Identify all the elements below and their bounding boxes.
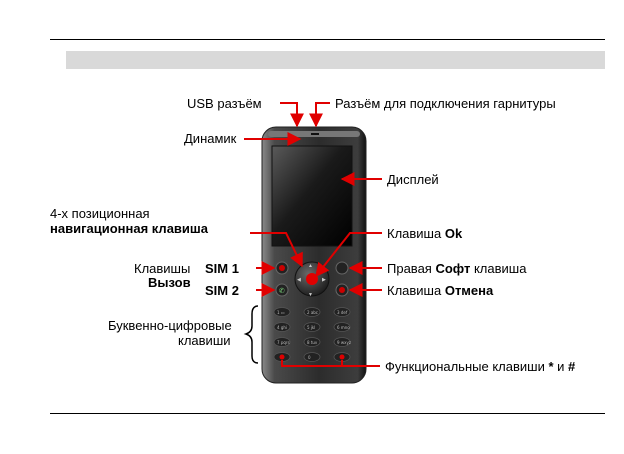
headset-label: Разъём для подключения гарнитуры	[335, 96, 556, 111]
keypad	[273, 307, 351, 362]
svg-text:4 ghi: 4 ghi	[277, 325, 287, 330]
cancel-label: Клавиша Отмена	[387, 283, 494, 298]
svg-text:▶: ▶	[322, 277, 326, 283]
svg-text:7 pqrs: 7 pqrs	[277, 340, 290, 345]
svg-text:▼: ▼	[308, 292, 313, 298]
speaker-label: Динамик	[184, 131, 237, 146]
alnum-label-line2: клавиши	[178, 333, 231, 348]
nav-label-line1: 4-х позиционная	[50, 206, 150, 221]
top-rule	[50, 39, 605, 40]
svg-text:◀: ◀	[297, 277, 301, 283]
usb-label: USB разъём	[187, 96, 262, 111]
func-key-line	[281, 360, 380, 367]
alnum-label-line1: Буквенно-цифровые	[108, 318, 232, 333]
phone-screen	[271, 145, 353, 247]
bottom-rule	[50, 413, 605, 414]
svg-text:9 wxyz: 9 wxyz	[337, 340, 351, 345]
right-soft-label: Правая Софт клавиша	[387, 261, 527, 276]
usb-arrow	[280, 102, 304, 128]
keypad-bracket	[243, 305, 259, 364]
nav-arrow	[250, 232, 303, 268]
header-band	[66, 51, 605, 69]
ok-key	[306, 273, 318, 285]
svg-text:▲: ▲	[308, 263, 313, 269]
svg-text:5 jkl: 5 jkl	[307, 325, 315, 330]
sim2-label: SIM 2	[205, 283, 239, 298]
call-key	[275, 283, 289, 297]
svg-text:0: 0	[308, 355, 311, 360]
sim1-label: SIM 1	[205, 261, 239, 276]
svg-text:2 abc: 2 abc	[307, 310, 318, 315]
svg-text:8 tuv: 8 tuv	[307, 340, 318, 345]
svg-text:6 mno: 6 mno	[337, 325, 350, 330]
display-label: Дисплей	[387, 172, 439, 187]
headset-arrow	[309, 102, 330, 128]
ok-label: Клавиша Ok	[387, 226, 463, 241]
svg-text:✆: ✆	[279, 287, 285, 295]
keys-word-label: Клавишы	[134, 261, 190, 276]
svg-text:3 def: 3 def	[337, 310, 348, 315]
call-label: Вызов	[148, 275, 191, 290]
svg-text:1 ▭: 1 ▭	[277, 310, 285, 315]
ok-arrow	[315, 232, 382, 278]
function-keys-label: Функциональные клавиши * и #	[385, 359, 576, 374]
nav-label-line2: навигационная клавиша	[50, 221, 209, 236]
right-soft-key	[335, 261, 349, 275]
